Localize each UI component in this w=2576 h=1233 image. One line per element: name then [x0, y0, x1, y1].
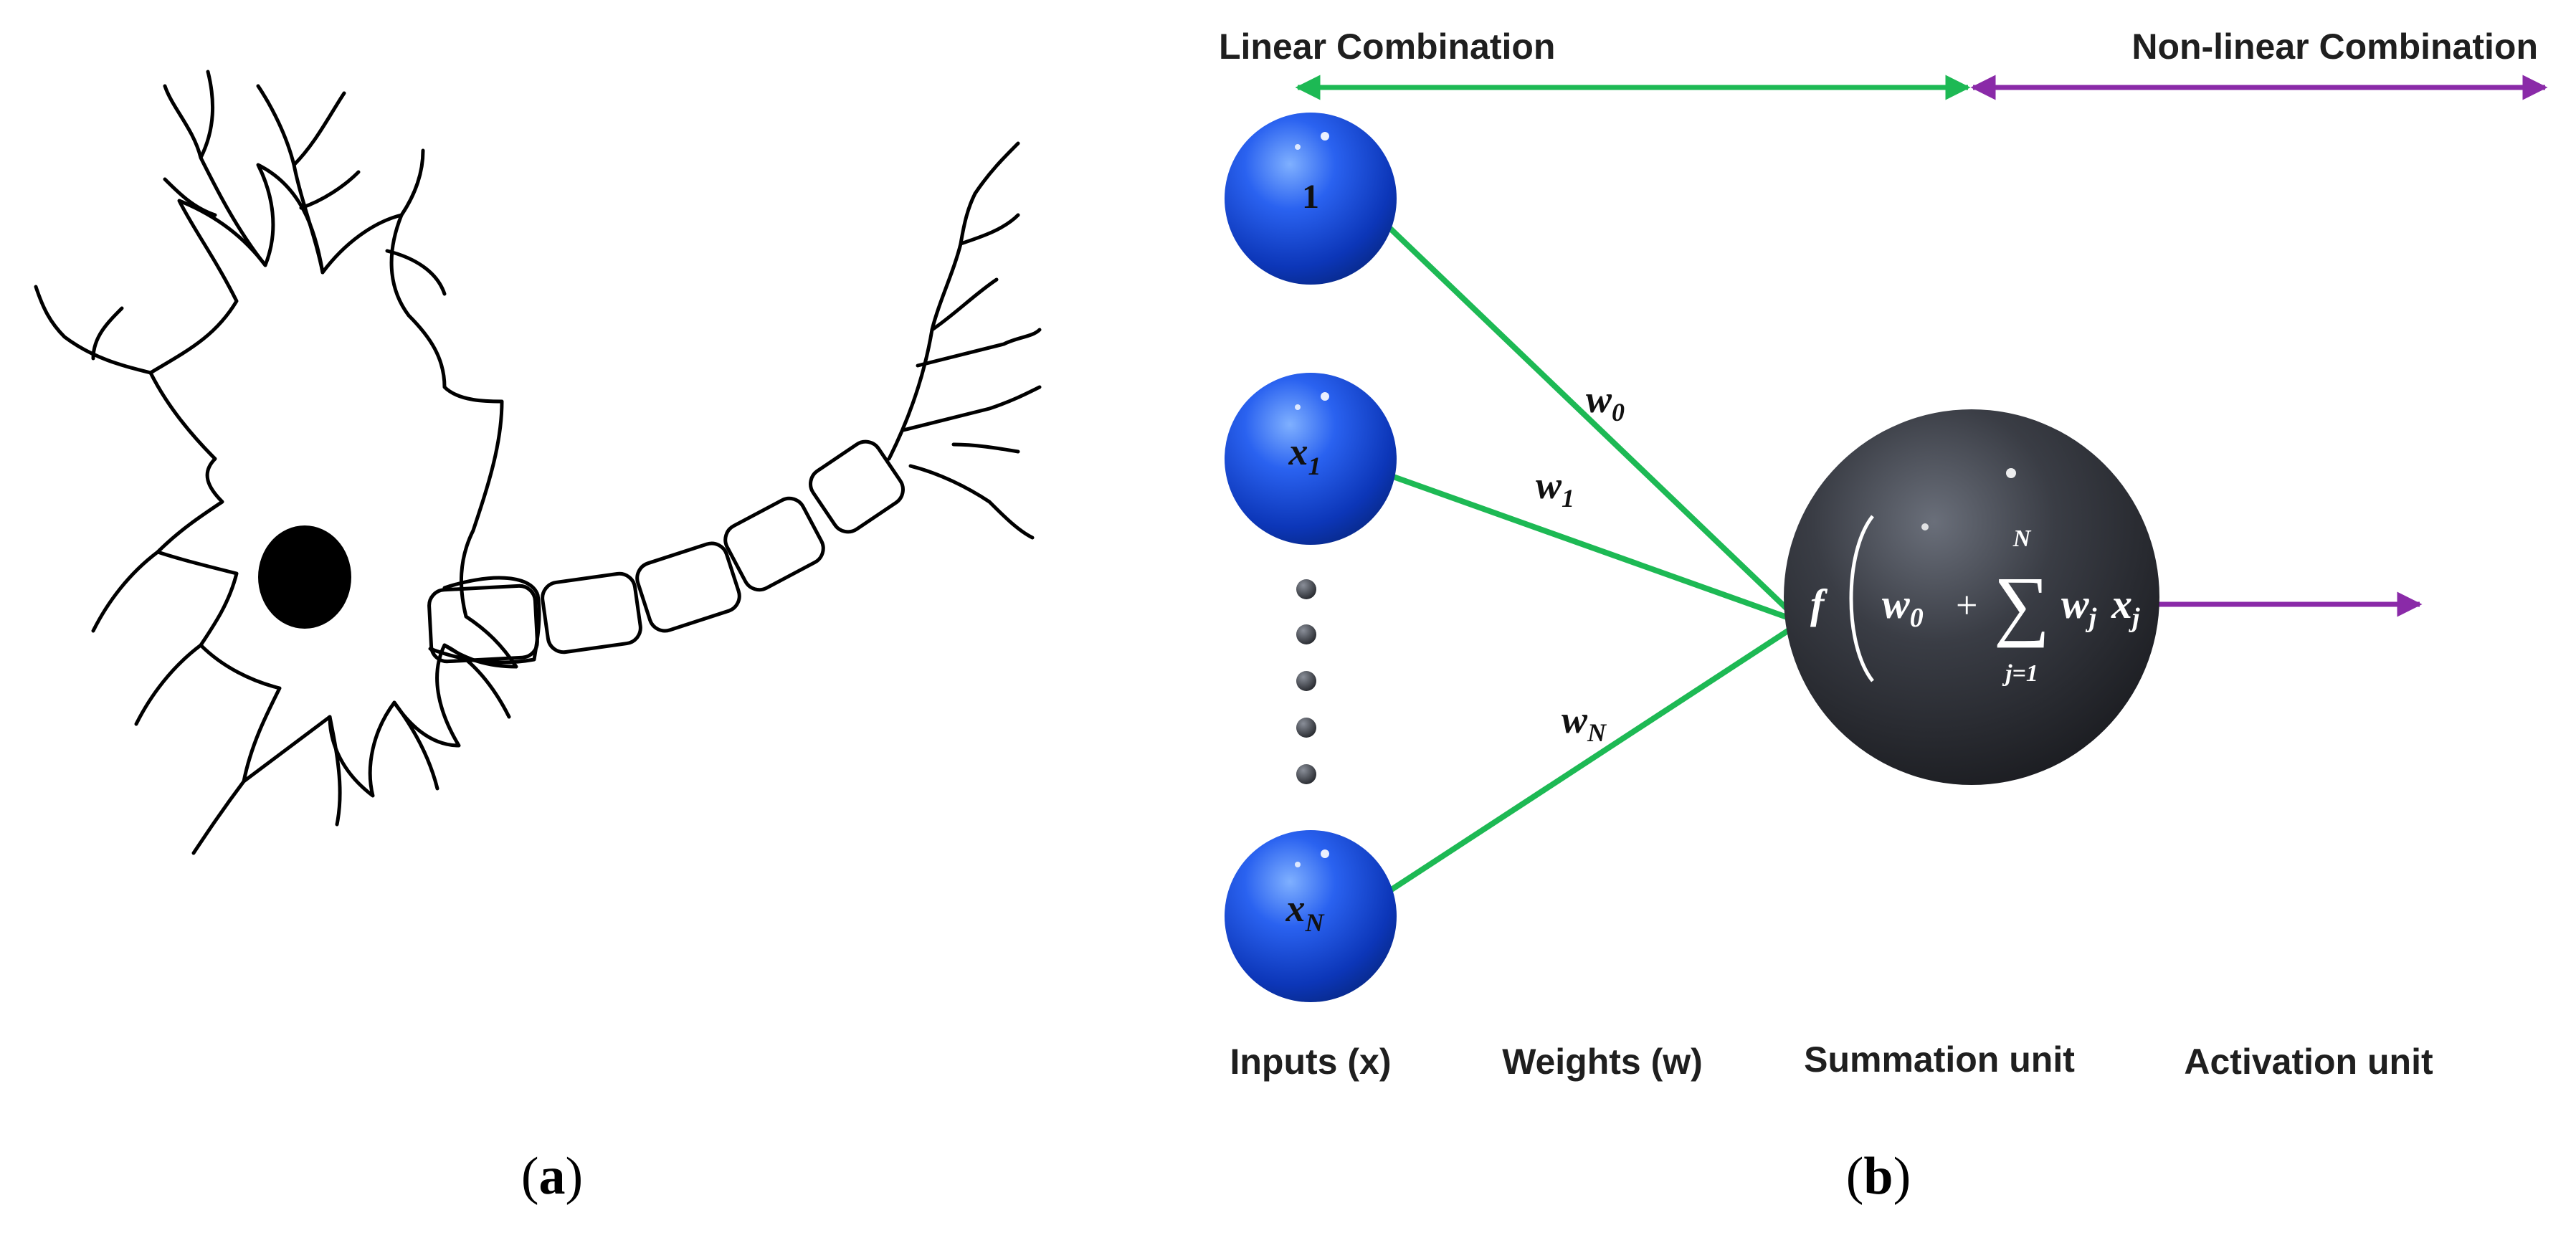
formula-left-paren [1849, 515, 1874, 682]
input-node-bias: 1 [1225, 113, 1397, 285]
formula-plus: + [1956, 584, 1977, 627]
neuron-nucleus [258, 525, 351, 629]
summation-label: Summation unit [1804, 1039, 2075, 1080]
neuron-illustration [34, 70, 1042, 855]
weight-label-w0: w0 [1586, 378, 1625, 427]
axon-terminal [930, 141, 1020, 332]
inputs-label: Inputs (x) [1230, 1042, 1392, 1082]
weight-label-w1: w1 [1536, 464, 1574, 513]
dendrite [163, 70, 267, 267]
caption-b: (b) [1846, 1147, 1911, 1206]
myelin-sheath [427, 439, 905, 665]
weight-label-wn: wN [1562, 698, 1607, 747]
svg-text:1: 1 [1302, 178, 1319, 216]
input-node-x1: x1 [1225, 373, 1397, 545]
dendrite [385, 148, 447, 296]
weight-line-w1 [1386, 472, 1802, 625]
axon-terminal [887, 191, 977, 461]
formula-xj: xj [2111, 581, 2140, 633]
activation-label: Activation unit [2184, 1042, 2433, 1082]
ellipsis-dots [1296, 579, 1316, 784]
dendrite [256, 84, 361, 275]
axon-terminal [951, 442, 1020, 454]
dendrite [91, 550, 203, 726]
formula-sigma: ∑ [1994, 561, 2050, 648]
weight-line-w0 [1382, 220, 1803, 624]
axon-terminal [901, 385, 1042, 432]
svg-text:xN: xN [1285, 887, 1326, 937]
formula-sum-lower: j=1 [2002, 660, 2038, 687]
input-node-xn: xN [1225, 830, 1397, 1002]
linear-combination-label: Linear Combination [1219, 27, 1555, 67]
weights-label: Weights (w) [1502, 1042, 1703, 1082]
dendrite [34, 285, 153, 375]
axon-terminal [908, 464, 1035, 540]
formula-sum-upper: N [2012, 525, 2032, 552]
svg-text:x1: x1 [1288, 430, 1321, 480]
axon-terminal [916, 328, 1042, 368]
weight-line-wn [1382, 619, 1803, 898]
neuron-soma [148, 163, 518, 798]
caption-a: (a) [521, 1147, 583, 1206]
summation-node: f w0 + N ∑ j=1 wj xj [1784, 409, 2159, 785]
dendrite [191, 643, 511, 855]
formula-w0: w0 [1882, 581, 1924, 633]
formula-wj: wj [2061, 581, 2097, 633]
nonlinear-combination-label: Non-linear Combination [2131, 27, 2538, 67]
